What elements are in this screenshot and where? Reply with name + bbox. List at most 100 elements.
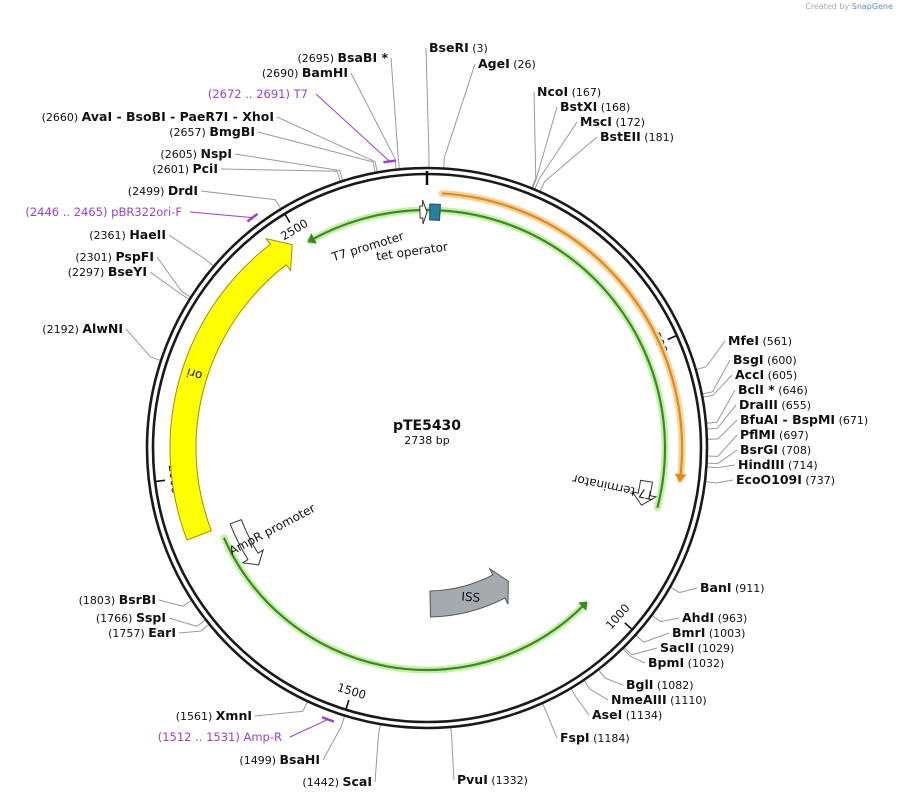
tick-label-1500: 1500 [336,680,368,702]
site-connector-bsteii [544,136,598,183]
site-label-mfei: MfeI (561) [728,333,792,348]
site-label-ncoi: NcoI (167) [537,84,601,99]
site-connector-bfuai [717,419,738,440]
site-label-xmni: (1561) XmnI [176,708,252,723]
site-label-avai: (2660) AvaI - BsoBI - PaeR7I - XhoI [42,109,274,124]
t7-terminator-label: T7 terminator [571,472,656,503]
site-label-hindiii: HindIII (714) [738,457,818,472]
site-label-scai: (1442) ScaI [302,774,372,789]
site-label-asei: AseI (1134) [592,707,662,722]
orf-orange-arrowhead [674,473,687,483]
plasmid-length: 2738 bp [404,434,449,447]
site-label-bgli: BglI (1082) [626,677,694,692]
site-label-eari: (1757) EarI [108,625,176,640]
iss-label: ISS [461,590,481,605]
site-label-bpmi: BpmI (1032) [648,655,724,670]
site-label-bani: BanI (911) [700,580,765,595]
ampr-promoter-shape [229,519,265,566]
site-label-alwni: (2192) AlwNI [42,321,123,336]
site-connector-sspi [168,617,198,627]
site-connector-bsahi [322,725,342,761]
site-connector-ahdi [660,617,680,623]
site-connector-eco0109i [715,479,734,484]
site-connector-bsabi [390,57,399,159]
tick-label-1000: 1000 [603,601,633,632]
site-connector-asei [576,697,590,716]
site-labels: BseRI (3)AgeI (26)NcoI (167)BstXI (168)M… [42,40,869,789]
site-label-bmgbi: (2657) BmgBI [169,124,255,139]
site-connector-drdi [200,190,276,201]
site-label-bsrbi: (1803) BsrBI [79,592,156,607]
primer-amp-r-leader [289,719,329,738]
site-connector-bcli [716,389,736,423]
site-label-bsabi: (2695) BsaBI * [297,50,388,65]
primer-t7-label: (2672 .. 2691) T7 [208,87,308,101]
primer-amp-r-label: (1512 .. 1531) Amp-R [158,730,282,744]
site-label-bsahi: (1499) BsaHI [239,752,320,767]
site-label-nspi: (2605) NspI [160,146,232,161]
site-connector-acci [712,374,733,396]
site-connector-sacii [631,647,658,656]
site-connector-mfei [705,340,726,367]
site-connector-bstxi [535,106,558,179]
site-connector-bgli [604,677,624,686]
site-connector-nspi [234,153,340,171]
site-connector-eari [178,630,201,634]
orf-green-bottom-line [222,537,587,672]
primer-pbr322ori-f-leader [189,211,253,219]
orf-orange-line [442,192,684,480]
ori-label: ori [185,365,204,383]
orf-green-bottom-arrowhead [577,601,588,612]
site-connector-pcii [220,168,338,172]
site-connector-haeii [168,234,206,260]
site-label-acci: AccI (605) [735,367,797,382]
site-label-fspi: FspI (1184) [560,730,630,745]
ori-shape [169,237,293,541]
site-label-pflmi: PflMI (697) [740,427,809,442]
orfs [220,189,687,674]
site-label-bfuai: BfuAI - BspMI (671) [740,412,868,427]
site-label-pspfi: (2301) PspFI [75,249,154,264]
site-label-eco0109i: EcoO109I (737) [736,472,835,487]
tick-mark-1000 [624,622,633,630]
snapgene-logo: SnapGene [851,2,893,11]
site-label-bsrgi: BsrGI (708) [740,442,811,457]
tick-label-2500: 2500 [278,216,310,243]
site-connector-hindiii [717,464,736,469]
plasmid-name: pTE5430 [393,418,461,434]
site-label-bseyi: (2297) BseYI [68,264,147,279]
site-connector-avai [276,116,376,163]
site-label-ahdi: AhdI (963) [682,610,747,625]
orf-orange-glow [438,189,686,483]
site-connector-bsgi [712,359,731,393]
site-connector-bamhi [350,72,396,159]
t7-promoter-shape [419,199,428,225]
site-connector-draiii [716,404,737,429]
iss-shape [429,567,509,618]
site-connector-xmni [254,710,303,717]
site-connector-bpmi [630,655,646,664]
site-label-sacii: SacII (1029) [660,640,734,655]
site-connector-msci [538,121,578,180]
primers: (2672 .. 2691) T7(2446 .. 2465) pBR322or… [25,87,397,744]
site-label-bstxi: BstXI (168) [560,99,630,114]
credit-label: Created by SnapGene [805,2,893,11]
site-label-bsteii: BstEII (181) [600,129,674,144]
site-label-pcii: (2601) PciI [152,161,218,176]
site-label-bseri: BseRI (3) [429,40,488,55]
site-label-msci: MscI (172) [580,114,645,129]
site-connector-agei [443,63,476,158]
backbone [145,166,709,730]
tick-mark-2500 [284,214,291,223]
site-connector-bmri [643,632,670,643]
site-label-draiii: DraIII (655) [739,397,811,412]
site-connector-bani [679,587,698,594]
backbone-outer-strand [145,166,709,730]
site-label-bamhi: (2690) BamHI [262,65,348,80]
primer-pbr322ori-f-mark [246,212,259,223]
t7-terminator-shape [631,479,658,506]
site-label-nmeaiii: NmeAIII (1110) [611,692,707,707]
site-connector-bsrgi [717,449,738,465]
